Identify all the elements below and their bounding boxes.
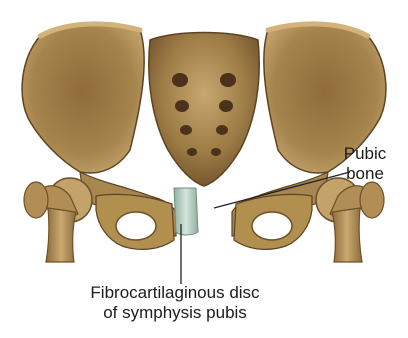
- symphysis-disc: [174, 188, 198, 235]
- pubic-bone-label-line-1: Pubic: [330, 144, 400, 164]
- sacrum: [149, 33, 259, 187]
- left-femur: [24, 178, 92, 262]
- disc-label-line-1: Fibrocartilaginous disc: [0, 283, 350, 303]
- right-obturator-foramen: [252, 212, 292, 240]
- pubic-bone-label: Pubic bone: [330, 144, 400, 184]
- pubic-bone-label-line-2: bone: [330, 164, 400, 184]
- right-femur: [316, 178, 384, 262]
- disc-label: Fibrocartilaginous disc of symphysis pub…: [0, 283, 350, 323]
- disc-label-line-2: of symphysis pubis: [0, 303, 350, 323]
- left-obturator-foramen: [116, 212, 156, 240]
- left-iliac-wing: [22, 24, 144, 173]
